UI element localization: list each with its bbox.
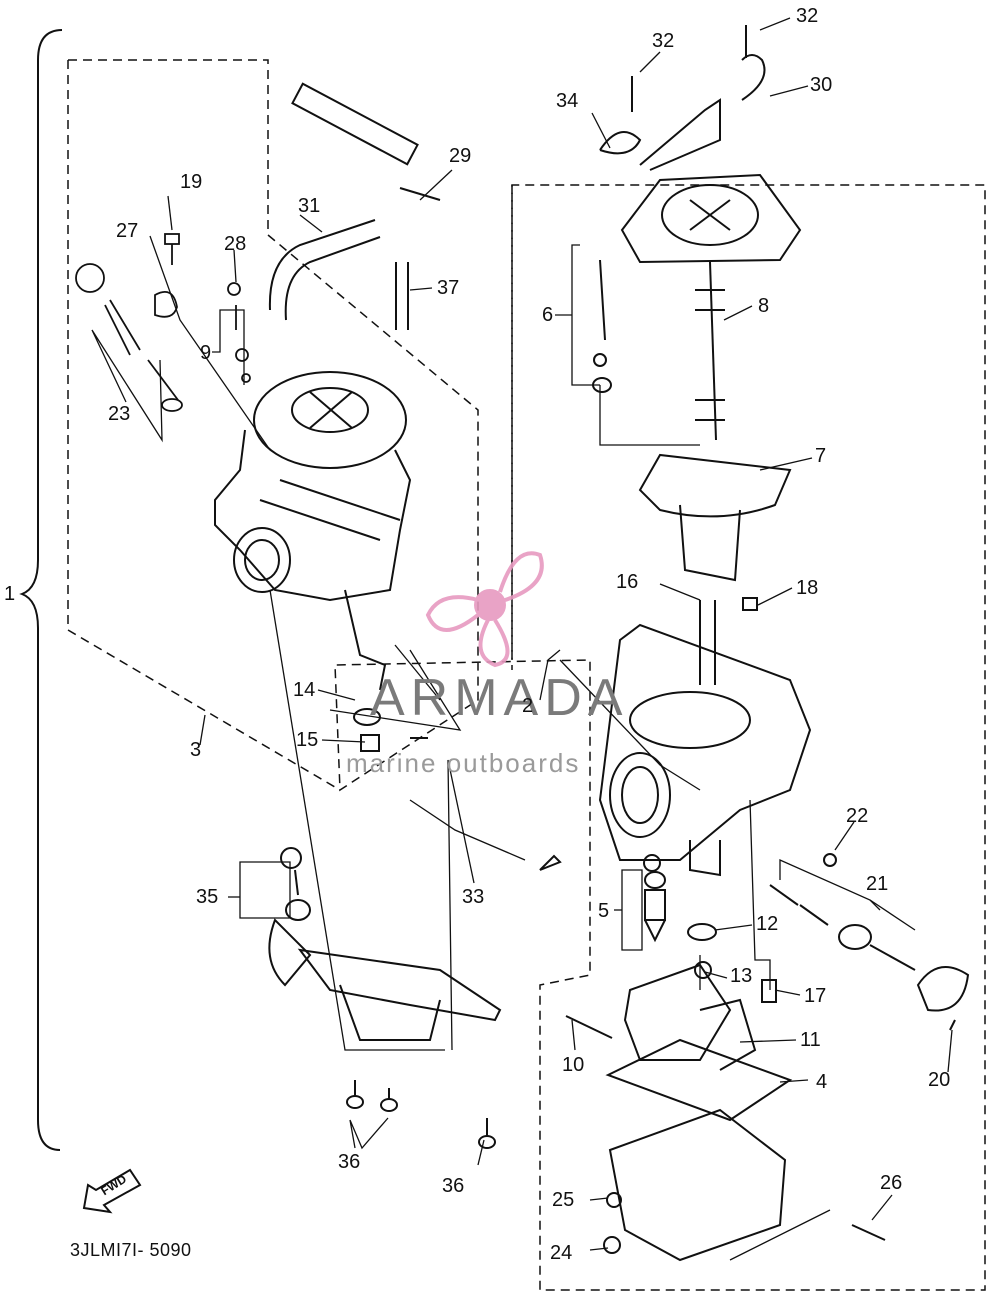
callout-31: 31 <box>298 195 321 217</box>
callout-14: 14 <box>293 679 316 701</box>
watermark-logo <box>425 551 544 668</box>
callout-28: 28 <box>224 233 247 255</box>
callout-25: 25 <box>552 1189 575 1211</box>
float-bowl-assembly <box>565 963 886 1262</box>
callout-12: 12 <box>756 913 779 935</box>
callout-37: 37 <box>437 277 460 299</box>
callout-18: 18 <box>796 577 819 599</box>
callout-32: 32 <box>796 5 819 27</box>
left-carburetor <box>214 82 441 752</box>
callout-7: 7 <box>815 445 827 467</box>
callout-13: 13 <box>730 965 753 987</box>
callout-2: 2 <box>522 695 534 717</box>
assembly-brace <box>19 29 63 1151</box>
callout-29: 29 <box>449 145 472 167</box>
callout-11: 11 <box>800 1029 821 1051</box>
callout-21: 21 <box>866 873 889 895</box>
callout-19: 19 <box>180 171 203 193</box>
dashed-assembly-outlines <box>67 59 986 1291</box>
callout-33: 33 <box>462 886 485 908</box>
callout-4: 4 <box>816 1071 828 1093</box>
callout-5: 5 <box>598 900 610 922</box>
callout-1: 1 <box>4 583 16 605</box>
leader-lines <box>91 17 953 1261</box>
callout-23: 23 <box>108 403 131 425</box>
callout-6: 6 <box>542 304 554 326</box>
callout-8: 8 <box>758 295 770 317</box>
right-carburetor <box>598 623 970 1031</box>
callout-17: 17 <box>804 985 827 1007</box>
watermark-brand-name: ARMADA <box>370 669 629 727</box>
callout-34: 34 <box>556 90 579 112</box>
callout-36: 36 <box>338 1151 361 1173</box>
watermark-tagline: marine outboards <box>346 748 581 778</box>
lower-bracket <box>268 737 562 1149</box>
callout-32: 32 <box>652 30 675 52</box>
callout-30: 30 <box>810 74 833 96</box>
callout-36: 36 <box>442 1175 465 1197</box>
part-code: 3JLMI7I- 5090 <box>70 1240 192 1260</box>
callout-26: 26 <box>880 1172 903 1194</box>
callout-20: 20 <box>928 1069 951 1091</box>
callout-22: 22 <box>846 805 869 827</box>
fwd-arrow <box>82 1168 142 1214</box>
callout-15: 15 <box>296 729 319 751</box>
callout-24: 24 <box>550 1242 573 1264</box>
callout-16: 16 <box>616 571 639 593</box>
right-top-parts <box>592 25 802 685</box>
callout-3: 3 <box>190 739 202 761</box>
callout-27: 27 <box>116 220 139 242</box>
callout-10: 10 <box>562 1054 585 1076</box>
callout-9: 9 <box>200 342 212 364</box>
callout-35: 35 <box>196 886 219 908</box>
left-small-parts <box>75 233 251 412</box>
